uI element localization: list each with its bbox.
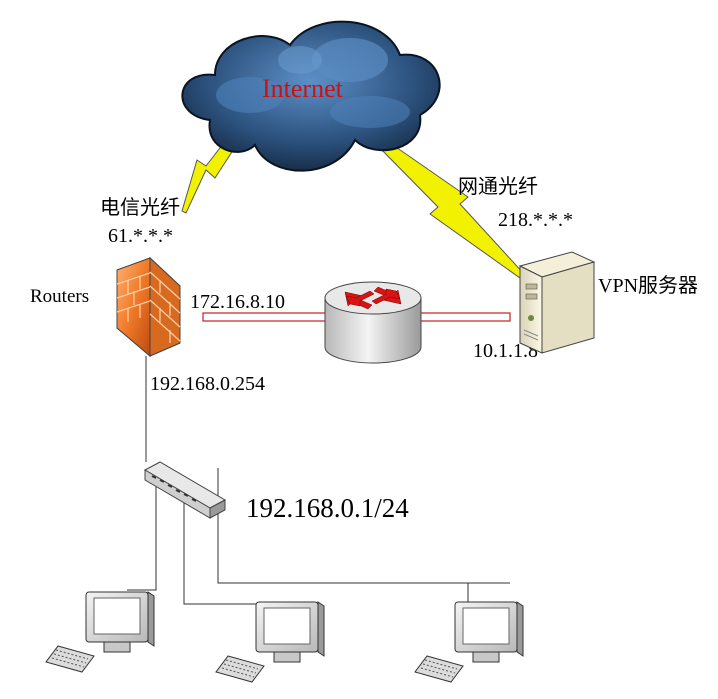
firewall-label: Routers xyxy=(30,286,89,307)
router-icon xyxy=(324,281,422,364)
server-icon xyxy=(518,251,596,354)
client-computer-2 xyxy=(215,601,325,683)
client2-cable xyxy=(183,494,266,605)
cloud-icon xyxy=(181,20,441,172)
router-left-ip: 172.16.8.10 xyxy=(190,291,285,313)
firewall-lan-ip: 192.168.0.254 xyxy=(150,373,265,395)
netcom-ip-label: 218.*.*.* xyxy=(498,209,573,231)
client3-cable xyxy=(217,468,510,584)
telecom-link-label: 电信光纤 xyxy=(100,196,180,219)
switch-icon xyxy=(143,461,227,519)
telecom-ip-label: 61.*.*.* xyxy=(108,225,173,247)
client-computer-3 xyxy=(414,601,524,683)
netcom-link-bolt xyxy=(371,135,526,279)
client-computer-1 xyxy=(45,591,155,673)
firewall-icon xyxy=(116,256,181,358)
vpn-server-label: VPN服务器 xyxy=(598,274,698,297)
router-right-ip: 10.1.1.8 xyxy=(473,340,538,362)
internet-label: Internet xyxy=(262,74,344,103)
subnet-label: 192.168.0.1/24 xyxy=(246,493,409,523)
client1-cable xyxy=(127,478,157,591)
netcom-link-label: 网通光纤 xyxy=(458,175,538,198)
